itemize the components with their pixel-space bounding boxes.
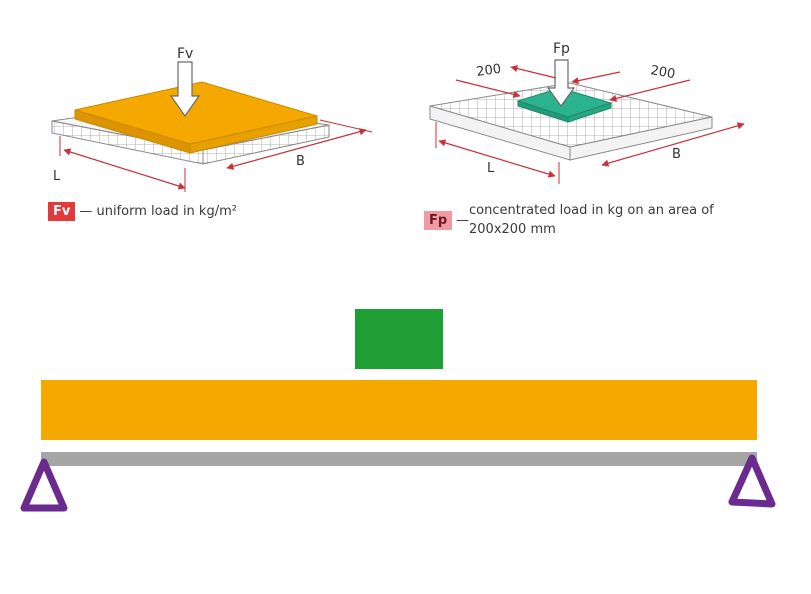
dimension-length: [59, 136, 186, 192]
dimension-label-200-right: 200: [649, 63, 676, 82]
dimension-label-b: B: [672, 147, 681, 162]
concentrated-load-patch-side: [567, 102, 612, 123]
legend-badge-fv: Fv: [48, 202, 76, 221]
legend-uniform-load: Fv— uniform load in kg/m²: [48, 202, 237, 221]
arrow-down-icon: [169, 61, 201, 118]
force-label-fp: Fp: [553, 41, 570, 57]
support-left-icon: [20, 458, 68, 512]
dimension-patch-right: [571, 71, 691, 102]
concentrated-load-grating: Fp 200 200 L B: [429, 41, 745, 184]
dimension-length: [435, 122, 560, 184]
dimension-label-b: B: [296, 154, 305, 169]
beam-schematic: [20, 309, 776, 512]
dimension-label-200-left: 200: [475, 62, 502, 80]
legend-text-uniform: — uniform load in kg/m²: [79, 204, 237, 219]
support-right-icon: [728, 454, 776, 508]
arrow-down-icon: [546, 59, 576, 108]
dimension-label-l: L: [53, 169, 61, 184]
legend-badge-fp: Fp: [424, 211, 453, 230]
point-load-block: [355, 309, 443, 369]
uniform-load-grating: Fv L B: [51, 46, 373, 192]
beam: [41, 452, 757, 466]
dimension-label-l: L: [487, 161, 495, 176]
dimension-patch-left: [455, 65, 557, 98]
legend-dash: —: [456, 213, 469, 228]
legend-text-concentrated: concentrated load in kg on an area of 20…: [469, 203, 714, 237]
force-label-fv: Fv: [177, 46, 193, 62]
uniform-load-block: [41, 380, 757, 440]
dimension-width: [601, 122, 745, 167]
dimension-width: [226, 119, 373, 170]
